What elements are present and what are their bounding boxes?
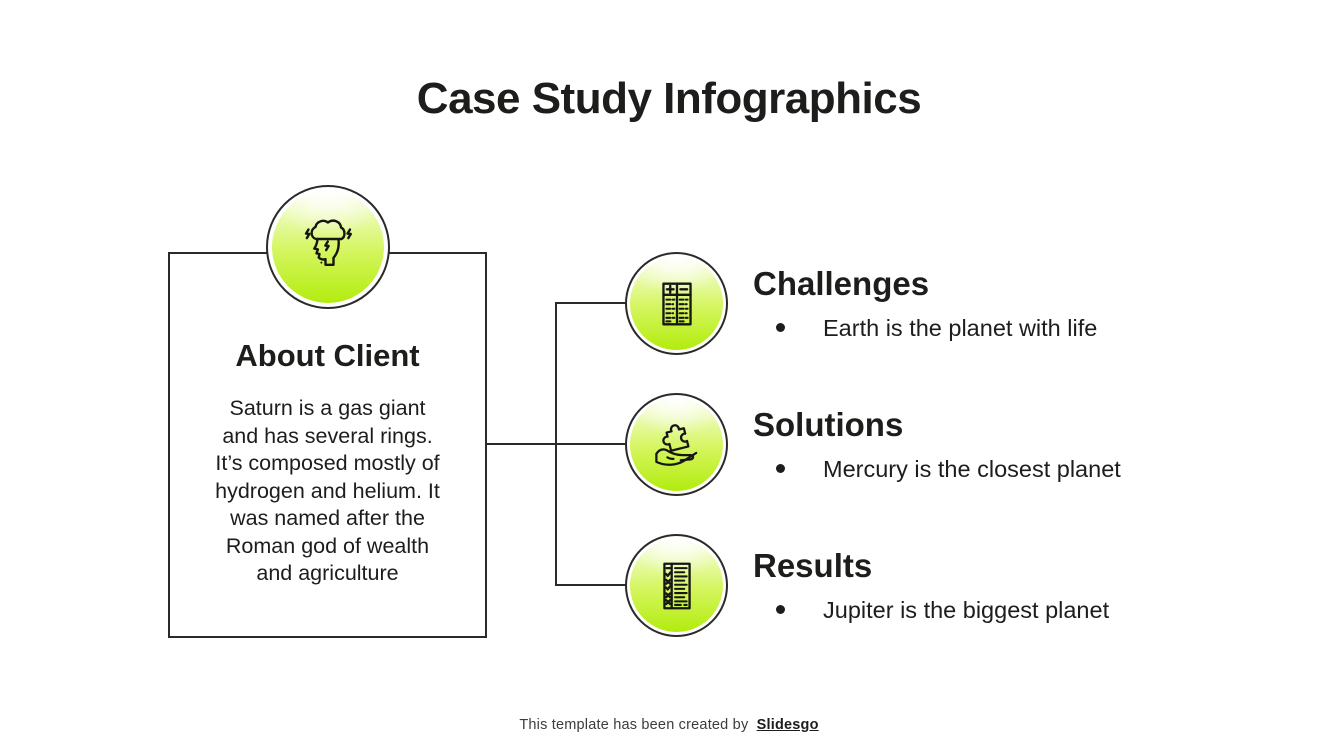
checklist-icon	[662, 562, 691, 609]
solutions-section: Solutions Mercury is the closest planet	[753, 405, 1233, 484]
about-client-box	[168, 252, 487, 638]
solutions-bullet-text: Mercury is the closest planet	[823, 456, 1121, 482]
solutions-badge	[625, 393, 728, 496]
about-body-line: Saturn is a gas giant	[229, 396, 426, 420]
about-body-line: and has several rings.	[222, 423, 433, 448]
results-bullet-text: Jupiter is the biggest planet	[823, 597, 1110, 623]
about-body-line: hydrogen and helium. It	[215, 478, 440, 503]
badge-gradient	[630, 257, 723, 350]
slide-title: Case Study Infographics	[416, 74, 922, 123]
about-body-line: and agriculture	[256, 561, 399, 585]
results-heading: Results	[753, 547, 873, 584]
bullet-dot-icon	[776, 323, 785, 332]
footer-credit-text: This template has been created by	[519, 717, 749, 733]
challenges-bullet-text: Earth is the planet with life	[823, 315, 1098, 341]
connector-line-bottom	[555, 584, 627, 586]
hand-puzzle-icon	[654, 423, 697, 466]
about-client-body: Saturn is a gas giant and has several ri…	[168, 395, 487, 588]
about-body-line: It’s composed mostly of	[215, 451, 440, 475]
about-body-line: Roman god of wealth	[225, 533, 430, 558]
connector-line-vertical	[555, 302, 557, 586]
brainstorm-head-icon	[304, 219, 352, 266]
about-body-line: was named after the	[230, 506, 425, 530]
challenges-section: Challenges Earth is the planet with life	[753, 264, 1233, 343]
results-bullet-row: Jupiter is the biggest planet	[753, 595, 1233, 625]
results-badge	[625, 534, 728, 637]
pros-cons-list-icon	[661, 282, 692, 325]
challenges-heading: Challenges	[753, 265, 930, 302]
results-section: Results Jupiter is the biggest planet	[753, 546, 1233, 625]
challenges-badge	[625, 252, 728, 355]
badge-gradient	[272, 191, 384, 303]
connector-line-top	[555, 302, 627, 304]
slidesgo-link[interactable]: Slidesgo	[756, 717, 819, 733]
about-client-badge	[266, 185, 390, 309]
badge-gradient	[630, 398, 723, 491]
solutions-bullet-row: Mercury is the closest planet	[753, 454, 1233, 484]
footer-credit: This template has been created by Slides…	[0, 717, 1338, 733]
bullet-dot-icon	[776, 605, 785, 614]
badge-gradient	[630, 539, 723, 632]
challenges-bullet-row: Earth is the planet with life	[753, 313, 1233, 343]
connector-line-middle	[487, 443, 627, 445]
solutions-heading: Solutions	[753, 406, 904, 443]
about-client-heading: About Client	[235, 338, 420, 373]
bullet-dot-icon	[776, 464, 785, 473]
